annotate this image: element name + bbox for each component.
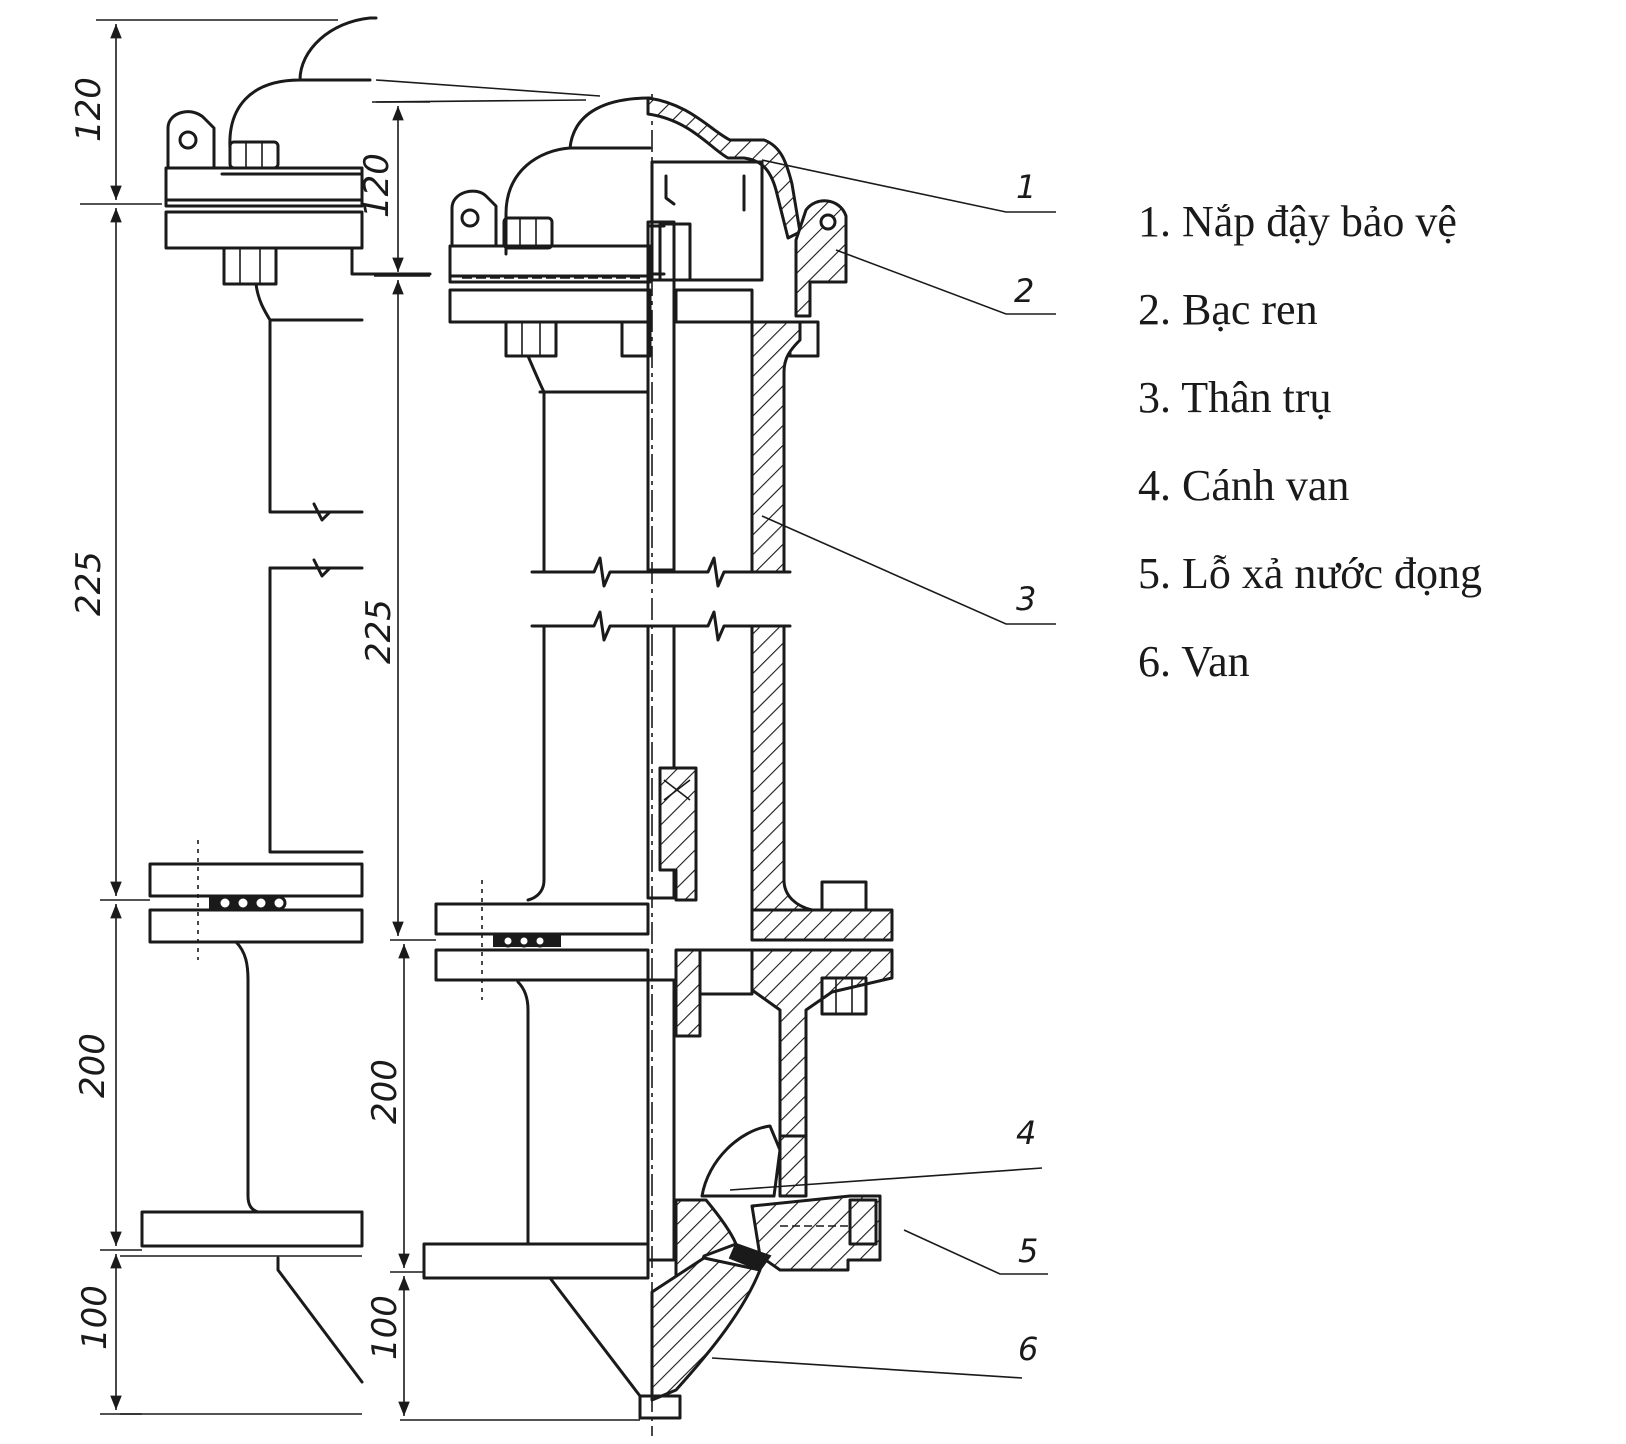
front-middle-flange-bottom	[148, 908, 364, 944]
front-cap-flange	[164, 166, 364, 208]
legend-item: 1. Nắp đậy bảo vệ	[1138, 197, 1457, 246]
front-middle-flange-top	[148, 862, 364, 898]
front-base-flange	[140, 1210, 364, 1248]
callout-3: 3	[1016, 580, 1036, 618]
dim-left-225: 225	[69, 551, 109, 616]
callout-4: 4	[1016, 1114, 1036, 1152]
callout-6: 6	[1018, 1330, 1038, 1368]
front-upper-flange	[164, 210, 364, 250]
legend-item: 5. Lỗ xả nước đọng	[1138, 549, 1483, 598]
legend-item: 6. Van	[1138, 637, 1250, 686]
callout-1: 1	[1016, 168, 1036, 206]
front-cap-ear	[166, 110, 216, 170]
callout-2: 2	[1014, 272, 1034, 310]
dim-left-200: 200	[73, 1033, 113, 1098]
section-middle-flange-bottom	[434, 948, 650, 982]
valve-flap	[700, 1124, 782, 1198]
dim-right-120: 120	[357, 153, 397, 218]
legend-item: 4. Cánh van	[1138, 461, 1350, 510]
dim-left-120: 120	[69, 77, 109, 142]
dimensions-right: 120 225 200 100	[357, 79, 601, 1416]
flange-section-right	[750, 908, 894, 942]
threaded-bushing	[794, 199, 848, 318]
legend-item: 2. Bạc ren	[1138, 285, 1318, 334]
dim-right-100: 100	[365, 1295, 405, 1360]
front-view	[120, 16, 432, 1415]
section-view	[400, 94, 894, 1436]
valve-cone	[650, 1256, 762, 1402]
dimensions-left: 120 225 200 100	[69, 19, 338, 1415]
callout-5: 5	[1018, 1232, 1038, 1270]
parts-legend: 1. Nắp đậy bảo vệ 2. Bạc ren 3. Thân trụ…	[1138, 190, 1482, 718]
protective-cover	[646, 96, 802, 240]
dim-right-225: 225	[359, 599, 399, 664]
legend-item: 3. Thân trụ	[1138, 373, 1332, 422]
dim-left-100: 100	[75, 1285, 115, 1350]
section-upper-flange	[448, 288, 652, 324]
section-base-flange	[422, 1242, 650, 1280]
dim-right-200: 200	[365, 1059, 405, 1124]
hydrant-body-upper	[750, 320, 802, 574]
valve-stem	[646, 220, 676, 572]
section-middle-flange-top	[434, 902, 650, 936]
section-cap-outline	[504, 96, 652, 256]
front-cap-dome	[228, 16, 378, 150]
front-body	[268, 318, 364, 514]
hydrant-body-lower	[750, 624, 814, 912]
drain-outlet	[750, 1194, 882, 1272]
packing-box	[658, 766, 698, 902]
callouts: 1 2 3 4 5 6	[711, 159, 1056, 1379]
